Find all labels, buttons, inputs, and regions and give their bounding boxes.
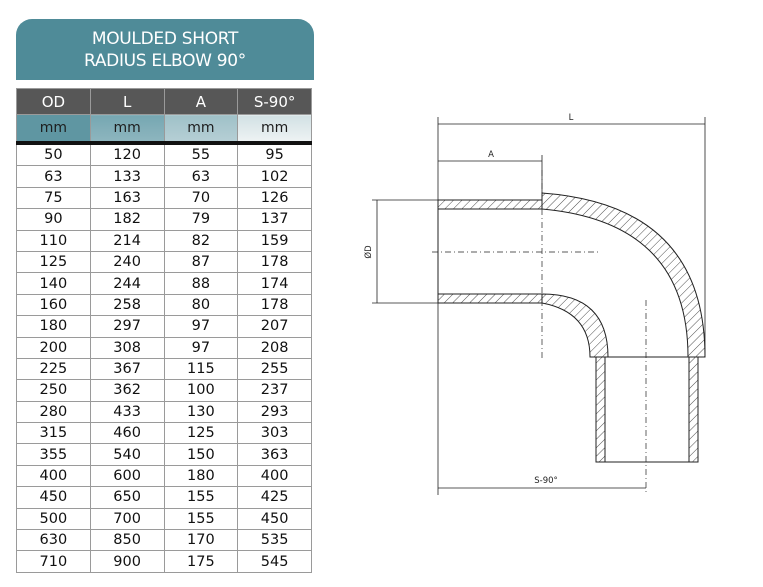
- dim-l-label: L: [569, 113, 574, 123]
- table-cell: 450: [16, 486, 91, 509]
- column-header-od: OD: [16, 88, 91, 115]
- wall-top-straight: [437, 199, 543, 210]
- table-cell: 367: [89, 357, 165, 381]
- table-cell: 208: [237, 336, 312, 359]
- wall-outer-bend: [541, 192, 706, 358]
- table-cell: 244: [89, 272, 165, 295]
- title-line-1: MOULDED SHORT: [91, 28, 239, 49]
- wall-right-vertical: [688, 356, 699, 463]
- table-cell: 155: [163, 486, 239, 509]
- table-cell: 137: [237, 208, 312, 231]
- wall-left-vertical: [595, 356, 606, 463]
- title-line-2: RADIUS ELBOW 90°: [84, 50, 246, 71]
- unit-s90: mm: [237, 114, 312, 145]
- table-cell: 297: [89, 315, 165, 338]
- table-cell: 225: [16, 357, 91, 381]
- table-cell: 545: [237, 550, 312, 573]
- table-cell: 140: [16, 272, 91, 295]
- column-header-l: L: [89, 88, 165, 115]
- column-header-a: A: [163, 88, 239, 115]
- table-cell: 126: [237, 186, 312, 210]
- table-cell: 80: [163, 293, 239, 317]
- product-title-banner: MOULDED SHORT RADIUS ELBOW 90°: [16, 19, 314, 80]
- table-cell: 460: [89, 422, 165, 445]
- table-unit-row: mm mm mm mm: [16, 114, 312, 145]
- table-cell: 363: [237, 443, 312, 466]
- table-cell: 110: [16, 229, 91, 252]
- wall-bottom-straight: [437, 293, 543, 304]
- dim-a-label: A: [488, 150, 494, 160]
- table-cell: 535: [237, 529, 312, 552]
- table-cell: 250: [16, 379, 91, 402]
- table-cell: 362: [89, 379, 165, 402]
- table-cell: 82: [163, 229, 239, 252]
- table-cell: 258: [89, 293, 165, 317]
- table-cell: 308: [89, 336, 165, 359]
- table-cell: 102: [237, 165, 312, 188]
- table-header-row: OD L A S-90°: [16, 88, 312, 115]
- table-cell: 175: [163, 550, 239, 573]
- table-cell: 280: [16, 400, 91, 424]
- wall-inner-bend: [541, 293, 609, 358]
- unit-a: mm: [163, 114, 239, 145]
- unit-l: mm: [89, 114, 165, 145]
- unit-od: mm: [16, 114, 91, 145]
- table-cell: 207: [237, 315, 312, 338]
- table-cell: 650: [89, 486, 165, 509]
- table-cell: 255: [237, 357, 312, 381]
- dim-od-label: ØD: [363, 245, 374, 259]
- table-cell: 293: [237, 400, 312, 424]
- table-cell: 133: [89, 165, 165, 188]
- table-cell: 303: [237, 422, 312, 445]
- column-header-s90: S-90°: [237, 88, 312, 115]
- table-cell: 130: [163, 400, 239, 424]
- dim-s90-label: S-90°: [534, 476, 558, 486]
- table-cell: 178: [237, 293, 312, 317]
- table-cell: 900: [89, 550, 165, 573]
